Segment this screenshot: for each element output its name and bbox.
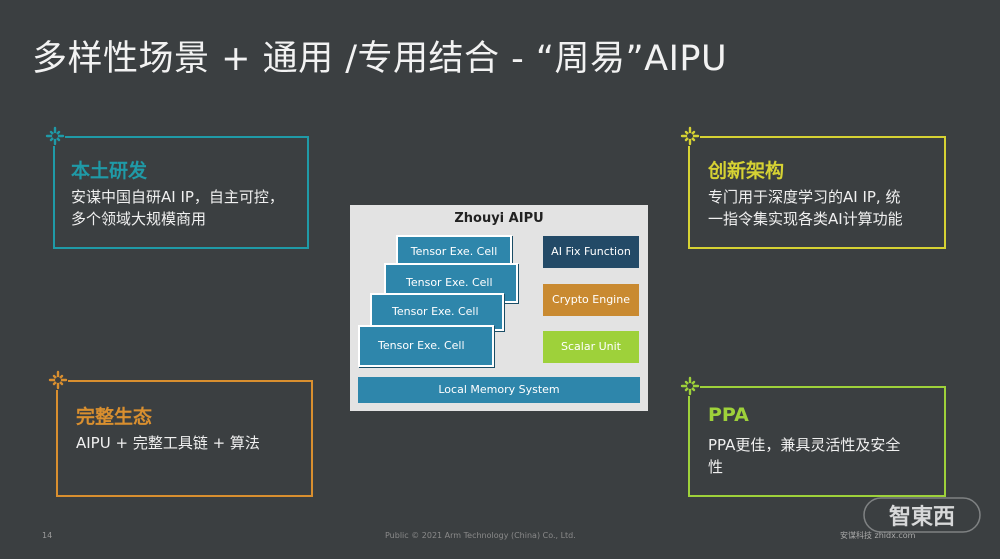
svg-text:智東西: 智東西 — [889, 504, 955, 530]
card-text: AIPU + 完整工具链 + 算法 — [76, 434, 260, 452]
card-title: 完整生态 — [76, 406, 153, 428]
watermark-text: 安谋科技 zhidx.com — [840, 531, 916, 540]
scalar-unit-block: Scalar Unit — [543, 331, 639, 363]
page-number: 14 — [42, 531, 53, 540]
card-text: 安谋中国自研AI IP，自主可控，多个领域大规模商用 — [71, 188, 284, 228]
card-complete-ecosystem: 完整生态 AIPU + 完整工具链 + 算法 — [48, 370, 313, 497]
local-memory-block: Local Memory System — [358, 377, 640, 403]
card-text: PPA更佳，兼具灵活性及安全性 — [708, 436, 901, 476]
card-title: 创新架构 — [708, 160, 785, 182]
sparkle-icon — [680, 376, 700, 396]
card-title: 本土研发 — [71, 160, 148, 182]
watermark-logo: 智東西 — [862, 492, 982, 538]
sparkle-icon — [48, 370, 68, 390]
footer-copyright: Public © 2021 Arm Technology (China) Co.… — [385, 531, 576, 540]
slide-title: 多样性场景 + 通用 /专用结合 - “周易”AIPU — [32, 39, 728, 79]
card-text: 专门用于深度学习的AI IP, 统一指令集实现各类AI计算功能 — [708, 188, 903, 228]
sparkle-icon — [680, 126, 700, 146]
zhouyi-aipu-diagram: Zhouyi AIPU Tensor Exe. Cell Tensor Exe.… — [350, 205, 648, 411]
sparkle-icon — [45, 126, 65, 146]
card-ppa: PPA PPA更佳，兼具灵活性及安全性 — [680, 376, 946, 497]
card-local-rd: 本土研发 安谋中国自研AI IP，自主可控，多个领域大规模商用 — [45, 126, 309, 249]
card-title: PPA — [708, 404, 749, 426]
ai-fix-function-block: AI Fix Function — [543, 236, 639, 268]
card-innovative-architecture: 创新架构 专门用于深度学习的AI IP, 统一指令集实现各类AI计算功能 — [680, 126, 946, 249]
diagram-title: Zhouyi AIPU — [454, 211, 544, 226]
tensor-cell: Tensor Exe. Cell — [358, 325, 494, 367]
crypto-engine-block: Crypto Engine — [543, 284, 639, 316]
tensor-cell: Tensor Exe. Cell — [370, 293, 504, 331]
